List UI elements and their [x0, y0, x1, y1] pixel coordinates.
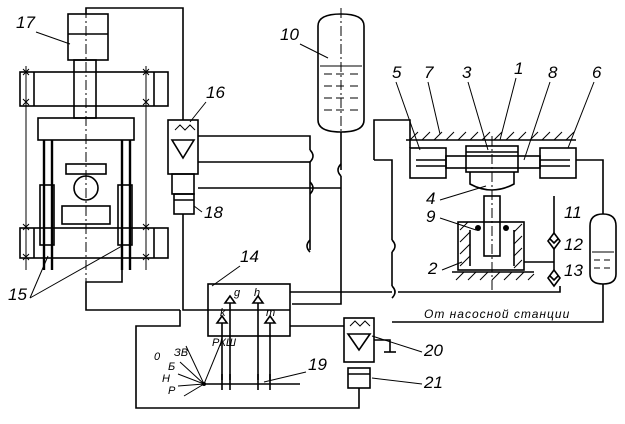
label-16: 16 — [206, 83, 225, 102]
selector-zv: ЗВ — [174, 347, 188, 359]
press-frame — [19, 8, 169, 290]
selector-labels: РКШ ЗВ 0 Б Н Р — [154, 337, 237, 397]
label-7: 7 — [424, 63, 434, 82]
selector-rksh: РКШ — [212, 337, 237, 349]
label-15: 15 — [8, 285, 27, 304]
selector-switch — [177, 339, 300, 397]
label-17: 17 — [16, 13, 35, 32]
pipelines — [85, 7, 604, 409]
port-k: k — [220, 307, 226, 319]
valve-20 — [343, 317, 396, 363]
label-1: 1 — [514, 59, 523, 78]
selector-r: Р — [168, 385, 176, 397]
port-h: h — [254, 287, 260, 299]
label-4: 4 — [426, 189, 435, 208]
valve-port-labels: g h k m — [220, 287, 275, 319]
tank-10 — [317, 8, 365, 140]
pump-station-note: От насосной станции — [424, 307, 570, 321]
label-12: 12 — [564, 235, 583, 254]
valve-21 — [347, 367, 371, 389]
selector-n: Н — [162, 373, 170, 385]
label-18: 18 — [204, 203, 223, 222]
label-2: 2 — [427, 259, 438, 278]
selector-b: Б — [168, 361, 175, 373]
valve-18 — [173, 193, 195, 215]
tank-13 — [589, 213, 617, 285]
label-10: 10 — [280, 25, 299, 44]
label-3: 3 — [462, 63, 472, 82]
valve-16 — [167, 119, 199, 195]
label-8: 8 — [548, 63, 558, 82]
label-21: 21 — [423, 373, 443, 392]
label-19: 19 — [308, 355, 327, 374]
selector-zero: 0 — [154, 351, 161, 363]
label-20: 20 — [423, 341, 443, 360]
part-labels: 17 10 16 18 15 14 5 7 3 1 8 6 4 9 2 11 1… — [8, 13, 602, 392]
label-13: 13 — [564, 261, 583, 280]
label-6: 6 — [592, 63, 602, 82]
port-g: g — [234, 287, 241, 299]
main-cylinder-assembly — [406, 131, 577, 290]
label-14: 14 — [240, 247, 259, 266]
check-valve-12 — [547, 268, 561, 288]
label-11: 11 — [564, 203, 582, 222]
label-5: 5 — [392, 63, 402, 82]
label-9: 9 — [426, 207, 436, 226]
check-valve-11 — [547, 231, 561, 251]
port-m: m — [266, 307, 275, 319]
distributor-14 — [207, 283, 291, 380]
